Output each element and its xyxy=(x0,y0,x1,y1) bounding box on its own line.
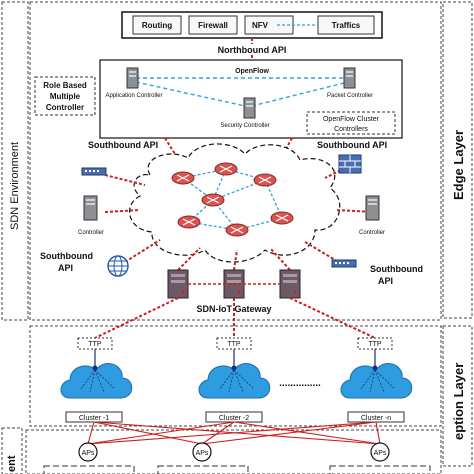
southbound-api-lower-right-line-2: API xyxy=(378,276,393,286)
cluster-n-label: Cluster -n xyxy=(361,415,391,422)
nfv-label: NFV xyxy=(252,21,269,30)
sdn-switch-icon xyxy=(225,223,249,237)
sdn-switch-icon xyxy=(253,173,277,187)
sdn-switch-icon xyxy=(270,211,294,225)
openflow-cluster-line-1: OpenFlow Cluster xyxy=(323,116,380,123)
ap-node-icon xyxy=(370,442,390,462)
edge-layer-label: Edge Layer xyxy=(451,130,466,200)
controller-right-label: Controller xyxy=(359,230,385,236)
perception-layer-label: eption Layer xyxy=(451,363,466,440)
nfv-app: NFV xyxy=(244,15,294,35)
perception-layer-frame xyxy=(442,325,473,467)
sdn-switch-icon xyxy=(201,193,225,207)
role-based-line-1: Role Based xyxy=(43,81,87,90)
openflow-link-app-security xyxy=(135,81,246,107)
bottom-left-label: ent xyxy=(6,455,18,472)
traffics-app: Traffics xyxy=(317,15,375,35)
globe-icon xyxy=(107,255,129,277)
controller-server-icon xyxy=(83,195,98,221)
ttp-label: TTP xyxy=(227,341,241,348)
sdn-switch-icon xyxy=(214,162,238,176)
ap-node-icon xyxy=(78,442,98,462)
role-based-line-2: Multiple xyxy=(50,92,81,101)
role-based-line-3: Controller xyxy=(46,103,84,112)
device-group-box xyxy=(329,465,431,474)
ap-label: APs xyxy=(82,450,95,457)
cluster-cloud-icon xyxy=(340,349,413,399)
openflow-cluster-line-2: Controllers xyxy=(334,126,368,133)
openflow-link-security-packet xyxy=(251,81,349,107)
security-controller-label: Security Controller xyxy=(220,123,269,129)
gateway-server-icon xyxy=(279,269,301,299)
device-group-box xyxy=(157,465,249,474)
switch-device-icon xyxy=(331,259,357,268)
packet-controller-server-icon xyxy=(343,67,356,89)
cluster-2-label: Cluster -2 xyxy=(219,415,249,422)
controller-server-icon xyxy=(365,195,380,221)
ap-node-icon xyxy=(192,442,212,462)
southbound-api-lower-left-line-2: API xyxy=(58,263,73,273)
gateway-links xyxy=(177,247,291,271)
security-controller-server-icon xyxy=(243,97,256,119)
firewall-app: Firewall xyxy=(188,15,238,35)
switch-device-icon xyxy=(81,167,107,176)
firewall-label: Firewall xyxy=(198,21,228,30)
edge-layer-frame xyxy=(442,1,473,319)
firewall-wall-icon xyxy=(338,154,362,174)
routing-app: Routing xyxy=(132,15,182,35)
southbound-api-lower-right-line-1: Southbound xyxy=(370,264,423,274)
ap-label: APs xyxy=(196,450,209,457)
routing-label: Routing xyxy=(142,21,172,30)
sdn-switch-cloud xyxy=(129,143,341,263)
gateway-server-icon xyxy=(167,269,189,299)
controller-left-label: Controller xyxy=(78,230,104,236)
southbound-api-right-label: Southbound API xyxy=(317,140,387,150)
northbound-api-label: Northbound API xyxy=(218,45,287,55)
openflow-cluster-box xyxy=(306,111,396,135)
packet-controller-label: Packet Controller xyxy=(327,93,373,99)
southbound-api-lower-left-line-1: Southbound xyxy=(40,251,93,261)
cluster-ellipsis: ............... xyxy=(279,378,321,389)
cluster-cloud-icon xyxy=(60,349,133,399)
sdn-switch-icon xyxy=(171,171,195,185)
perception-layer-content-frame xyxy=(29,325,442,427)
ttp-label: TTP xyxy=(88,341,102,348)
role-based-box xyxy=(34,76,96,116)
sdn-environment-content-frame xyxy=(29,1,442,321)
sdn-switch-icon xyxy=(177,215,201,229)
ap-label: APs xyxy=(374,450,387,457)
sdn-environment-frame xyxy=(1,1,29,321)
cluster-cloud-icon xyxy=(198,349,271,399)
application-controller-label: Application Controller xyxy=(105,93,162,99)
cluster-ap-links xyxy=(87,421,381,445)
gateway-ttp-links xyxy=(94,297,376,339)
application-controller-server-icon xyxy=(126,67,139,89)
device-group-box xyxy=(43,465,135,474)
ttp-label: TTP xyxy=(368,341,382,348)
openflow-label: OpenFlow xyxy=(235,68,269,75)
traffics-label: Traffics xyxy=(332,21,361,30)
southbound-api-left-label: Southbound API xyxy=(88,140,158,150)
bottom-left-frame xyxy=(1,427,23,474)
cluster-1-label: Cluster -1 xyxy=(79,415,109,422)
sdn-environment-label: SDN Environment xyxy=(9,142,21,230)
bottom-content-frame xyxy=(25,429,442,474)
